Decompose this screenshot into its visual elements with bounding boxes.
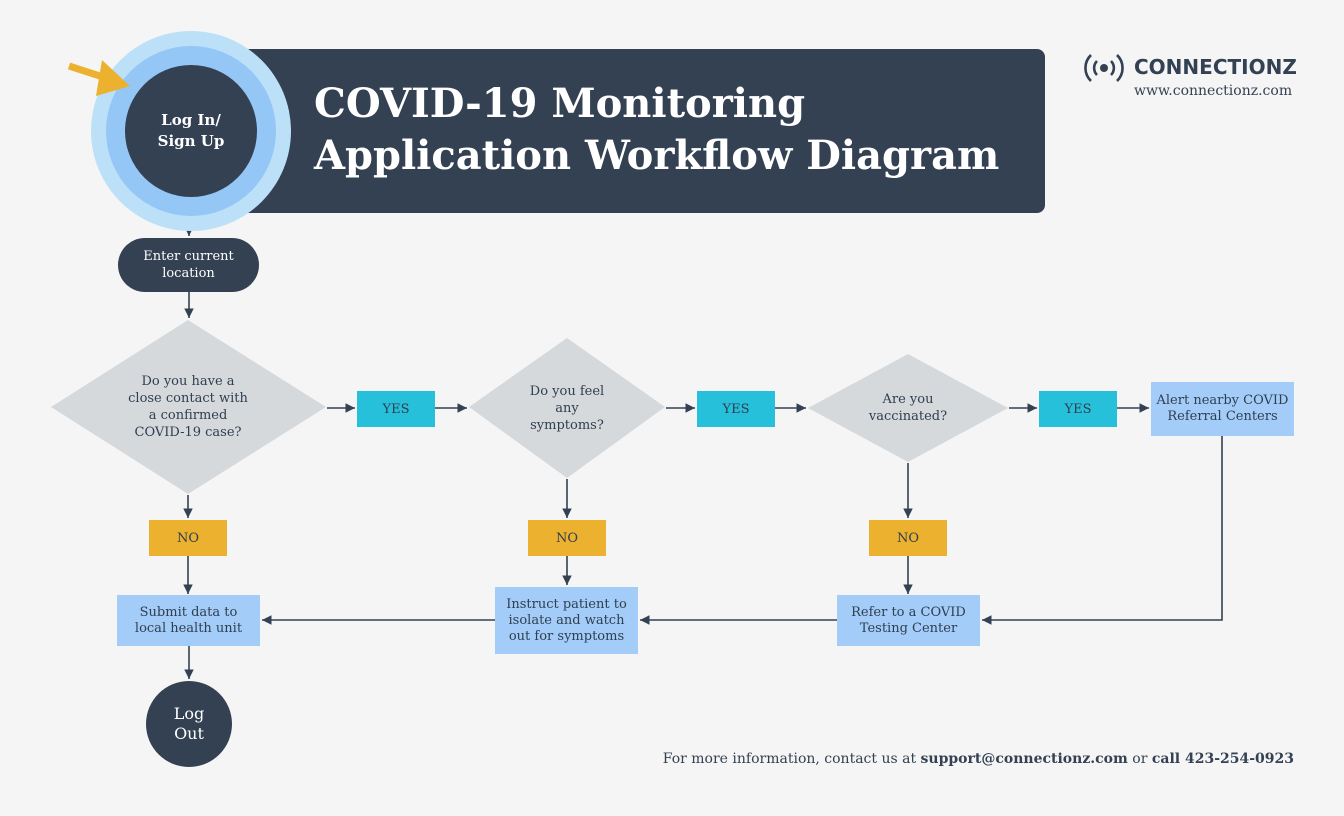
- yes-label-3: YES: [1039, 391, 1117, 427]
- refer-line-2: Testing Center: [859, 620, 958, 636]
- decision-3-line-2: vaccinated?: [868, 409, 948, 424]
- decision-diamond-symptoms: [469, 338, 665, 478]
- start-node-login: Log In/ Sign Up: [125, 65, 257, 197]
- end-label-line-1: Log: [173, 704, 205, 723]
- footer-contact: For more information, contact us at supp…: [663, 751, 1294, 767]
- footer-email[interactable]: support@connectionz.com: [920, 751, 1128, 767]
- alert-referral-centers-box: Alert nearby COVID Referral Centers: [1151, 382, 1294, 436]
- end-node-logout: Log Out: [146, 681, 232, 767]
- page-title: COVID-19 Monitoring Application Workflow…: [314, 78, 1034, 182]
- decision-symptoms-text: Do you feel any symptoms?: [512, 375, 622, 441]
- decision-diamond-contact: [51, 320, 326, 494]
- instruct-isolate-box: Instruct patient to isolate and watch ou…: [495, 587, 638, 654]
- footer-middle: or: [1127, 751, 1152, 767]
- footer-phone[interactable]: call 423-254-0923: [1151, 751, 1294, 767]
- decision-1-line-3: a confirmed: [148, 408, 228, 423]
- isolate-line-1: Instruct patient to: [506, 596, 627, 612]
- decision-2-line-3: symptoms?: [530, 417, 604, 433]
- no-label-1: NO: [149, 520, 227, 556]
- submit-line-2: local health unit: [134, 620, 243, 636]
- title-line-2: Application Workflow Diagram: [314, 132, 1000, 179]
- alert-line-1: Alert nearby COVID: [1156, 393, 1289, 408]
- connector-alert-to-refer: [982, 436, 1223, 625]
- start-label-line-2: Sign Up: [157, 132, 225, 150]
- decision-1-line-4: COVID-19 case?: [134, 425, 242, 440]
- brand-name: CONNECTIONZ: [1134, 55, 1297, 79]
- no-label-2: NO: [528, 520, 606, 556]
- title-line-1: COVID-19 Monitoring: [314, 80, 806, 127]
- decision-contact-text: Do you have a close contact with a confi…: [118, 360, 258, 454]
- enter-location-node: Enter current location: [118, 238, 259, 292]
- end-label-line-2: Out: [174, 724, 204, 743]
- refer-line-1: Refer to a COVID: [851, 604, 966, 620]
- decision-1-line-2: close contact with: [128, 391, 248, 406]
- yes-label-2: YES: [697, 391, 775, 427]
- start-label-line-1: Log In/: [161, 111, 221, 129]
- location-line-1: Enter current: [143, 249, 234, 264]
- submit-data-box: Submit data to local health unit: [117, 595, 260, 646]
- title-banner: [190, 49, 1045, 213]
- location-line-2: location: [162, 266, 215, 281]
- brand-url[interactable]: www.connectionz.com: [1134, 83, 1293, 99]
- decision-2-line-1: Do you feel: [529, 383, 605, 399]
- no-label-3: NO: [869, 520, 947, 556]
- decision-3-line-1: Are you: [882, 392, 934, 407]
- decision-2-line-2: any: [555, 400, 579, 416]
- yes-label-1: YES: [357, 391, 435, 427]
- decision-1-line-1: Do you have a: [141, 374, 235, 389]
- footer-prefix: For more information, contact us at: [662, 751, 921, 767]
- refer-testing-center-box: Refer to a COVID Testing Center: [837, 595, 980, 646]
- decision-vaccinated-text: Are you vaccinated?: [858, 388, 958, 428]
- submit-line-1: Submit data to: [139, 604, 238, 620]
- broadcast-signal-icon: [1084, 54, 1124, 82]
- pointer-arrow-icon: [67, 60, 130, 96]
- decision-diamond-vaccinated: [808, 354, 1008, 462]
- alert-line-2: Referral Centers: [1167, 409, 1278, 424]
- isolate-line-3: out for symptoms: [508, 628, 625, 644]
- isolate-line-2: isolate and watch: [508, 612, 625, 628]
